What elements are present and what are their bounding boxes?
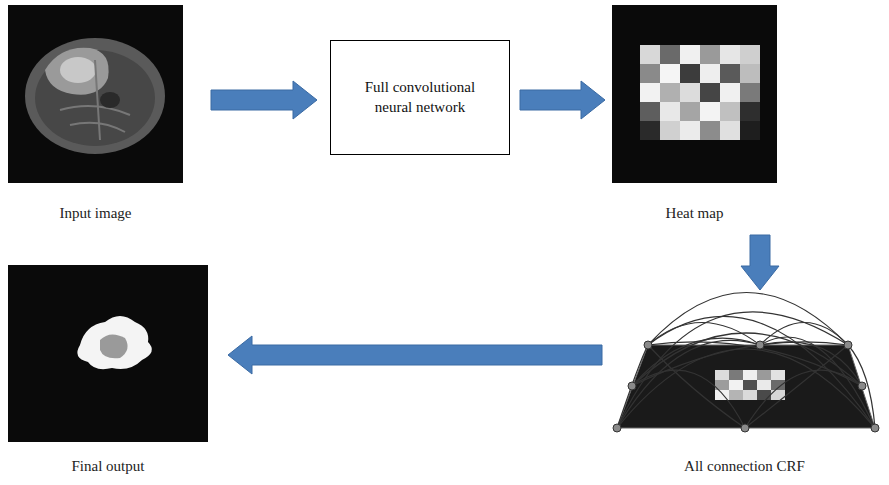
image-caption: Heat map xyxy=(666,204,724,228)
process-box: Full convolutional neural network xyxy=(330,40,510,155)
crf-graph-image xyxy=(613,293,879,433)
image-caption: Input image xyxy=(59,204,131,228)
image-panel: Input image xyxy=(8,5,183,227)
image-panel: Final output xyxy=(8,265,208,480)
block-arrow xyxy=(211,81,317,119)
image-panel: All connection CRF xyxy=(607,295,882,480)
image-caption: Final output xyxy=(72,457,145,481)
block-arrow xyxy=(228,336,602,374)
block-arrow xyxy=(741,235,779,290)
image-panel: Heat map xyxy=(612,5,777,227)
box-label: Full convolutional neural network xyxy=(364,78,476,117)
segmentation-output-image xyxy=(8,265,208,442)
image-caption: All connection CRF xyxy=(684,457,805,481)
mri-input-image xyxy=(8,5,183,183)
block-arrow xyxy=(520,81,605,119)
heat-map-image xyxy=(612,5,777,183)
